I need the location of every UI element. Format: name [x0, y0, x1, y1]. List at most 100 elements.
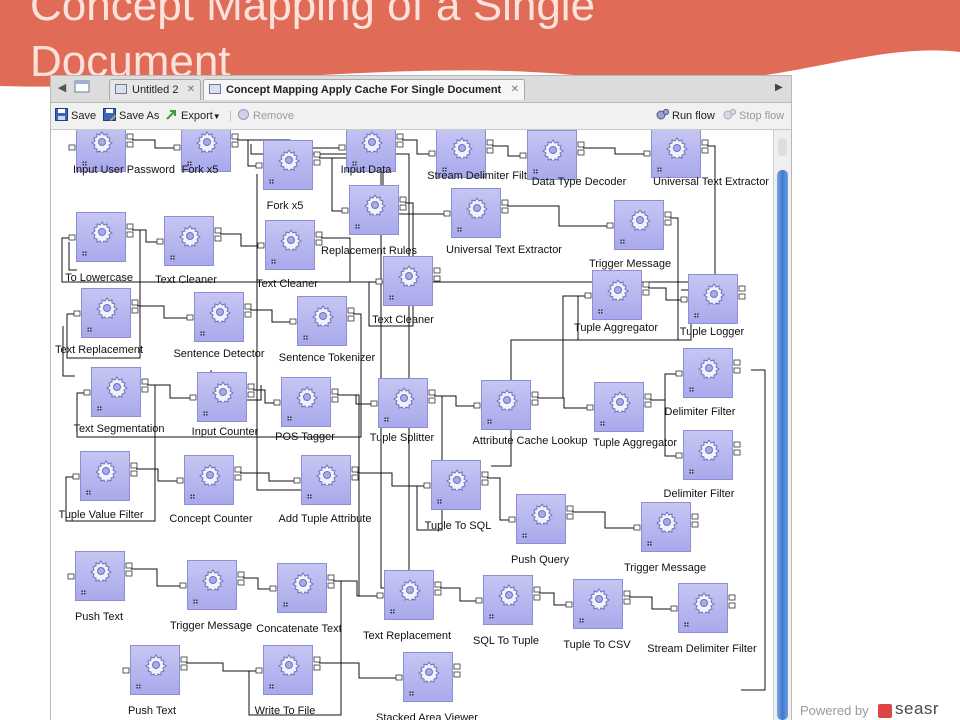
node-port[interactable]: [606, 222, 614, 229]
node-port[interactable]: [269, 585, 277, 592]
node-port[interactable]: [433, 267, 441, 274]
flow-node[interactable]: [81, 288, 131, 338]
node-port[interactable]: [370, 400, 378, 407]
export-button[interactable]: Export▼: [165, 108, 221, 124]
run-flow-button[interactable]: Run flow: [656, 108, 715, 124]
node-grip-icon[interactable]: [269, 179, 274, 184]
node-port[interactable]: [189, 394, 197, 401]
flow-node[interactable]: [678, 583, 728, 633]
node-grip-icon[interactable]: [136, 684, 141, 689]
node-grip-icon[interactable]: [489, 614, 494, 619]
node-grip-icon[interactable]: [647, 541, 652, 546]
node-port[interactable]: [428, 397, 436, 404]
node-port[interactable]: [331, 388, 339, 395]
node-grip-icon[interactable]: [287, 416, 292, 421]
flow-node[interactable]: [641, 502, 691, 552]
flow-node[interactable]: [527, 130, 577, 180]
flow-node[interactable]: [384, 570, 434, 620]
node-port[interactable]: [396, 141, 404, 148]
node-port[interactable]: [327, 582, 335, 589]
node-grip-icon[interactable]: [533, 169, 538, 174]
node-port[interactable]: [313, 664, 321, 671]
flow-node[interactable]: [297, 296, 347, 346]
node-port[interactable]: [644, 393, 652, 400]
node-grip-icon[interactable]: [97, 406, 102, 411]
node-port[interactable]: [257, 242, 265, 249]
node-grip-icon[interactable]: [579, 618, 584, 623]
node-port[interactable]: [273, 399, 281, 406]
node-port[interactable]: [131, 307, 139, 314]
node-port[interactable]: [475, 597, 483, 604]
node-port[interactable]: [327, 574, 335, 581]
node-grip-icon[interactable]: [307, 494, 312, 499]
node-port[interactable]: [486, 139, 494, 146]
node-grip-icon[interactable]: [81, 590, 86, 595]
node-port[interactable]: [399, 196, 407, 203]
node-port[interactable]: [126, 141, 134, 148]
node-port[interactable]: [234, 466, 242, 473]
node-grip-icon[interactable]: [82, 251, 87, 256]
node-grip-icon[interactable]: [409, 691, 414, 696]
node-port[interactable]: [701, 139, 709, 146]
flow-node[interactable]: [130, 645, 180, 695]
flow-node[interactable]: [80, 451, 130, 501]
node-port[interactable]: [331, 396, 339, 403]
node-port[interactable]: [214, 227, 222, 234]
node-port[interactable]: [141, 386, 149, 393]
node-grip-icon[interactable]: [352, 161, 357, 166]
remove-button[interactable]: Remove: [237, 108, 294, 124]
flow-node[interactable]: [277, 563, 327, 613]
node-grip-icon[interactable]: [600, 421, 605, 426]
node-port[interactable]: [501, 199, 509, 206]
stop-flow-button[interactable]: Stop flow: [723, 108, 784, 124]
node-grip-icon[interactable]: [170, 255, 175, 260]
node-port[interactable]: [565, 601, 573, 608]
node-port[interactable]: [675, 452, 683, 459]
node-port[interactable]: [566, 505, 574, 512]
node-grip-icon[interactable]: [694, 313, 699, 318]
node-port[interactable]: [473, 402, 481, 409]
flow-node[interactable]: [76, 212, 126, 262]
node-port[interactable]: [231, 133, 239, 140]
node-port[interactable]: [738, 285, 746, 292]
node-grip-icon[interactable]: [193, 599, 198, 604]
save-as-button[interactable]: Save As: [103, 108, 159, 124]
close-icon[interactable]: ✕: [510, 84, 519, 95]
vertical-scrollbar[interactable]: [773, 130, 791, 720]
close-icon[interactable]: ✕: [186, 84, 195, 95]
node-grip-icon[interactable]: [442, 167, 447, 172]
node-port[interactable]: [289, 318, 297, 325]
node-grip-icon[interactable]: [303, 335, 308, 340]
node-port[interactable]: [701, 147, 709, 154]
node-port[interactable]: [341, 207, 349, 214]
node-port[interactable]: [186, 314, 194, 321]
save-button[interactable]: Save: [55, 108, 96, 124]
node-grip-icon[interactable]: [657, 167, 662, 172]
flow-node[interactable]: [197, 372, 247, 422]
flow-node[interactable]: [431, 460, 481, 510]
node-grip-icon[interactable]: [271, 259, 276, 264]
node-port[interactable]: [533, 586, 541, 593]
node-port[interactable]: [434, 589, 442, 596]
node-port[interactable]: [453, 671, 461, 678]
node-port[interactable]: [399, 204, 407, 211]
node-port[interactable]: [293, 477, 301, 484]
node-port[interactable]: [122, 667, 130, 674]
node-grip-icon[interactable]: [437, 499, 442, 504]
node-port[interactable]: [396, 133, 404, 140]
node-port[interactable]: [664, 211, 672, 218]
flow-node[interactable]: [651, 130, 701, 178]
node-port[interactable]: [313, 656, 321, 663]
node-port[interactable]: [586, 404, 594, 411]
tab-concept-mapping[interactable]: Concept Mapping Apply Cache For Single D…: [203, 79, 525, 100]
node-port[interactable]: [126, 133, 134, 140]
node-port[interactable]: [434, 581, 442, 588]
scroll-up-button[interactable]: [778, 138, 787, 156]
node-port[interactable]: [644, 401, 652, 408]
node-port[interactable]: [315, 231, 323, 238]
node-port[interactable]: [255, 162, 263, 169]
node-port[interactable]: [237, 579, 245, 586]
flow-node[interactable]: [263, 140, 313, 190]
node-port[interactable]: [173, 144, 181, 151]
